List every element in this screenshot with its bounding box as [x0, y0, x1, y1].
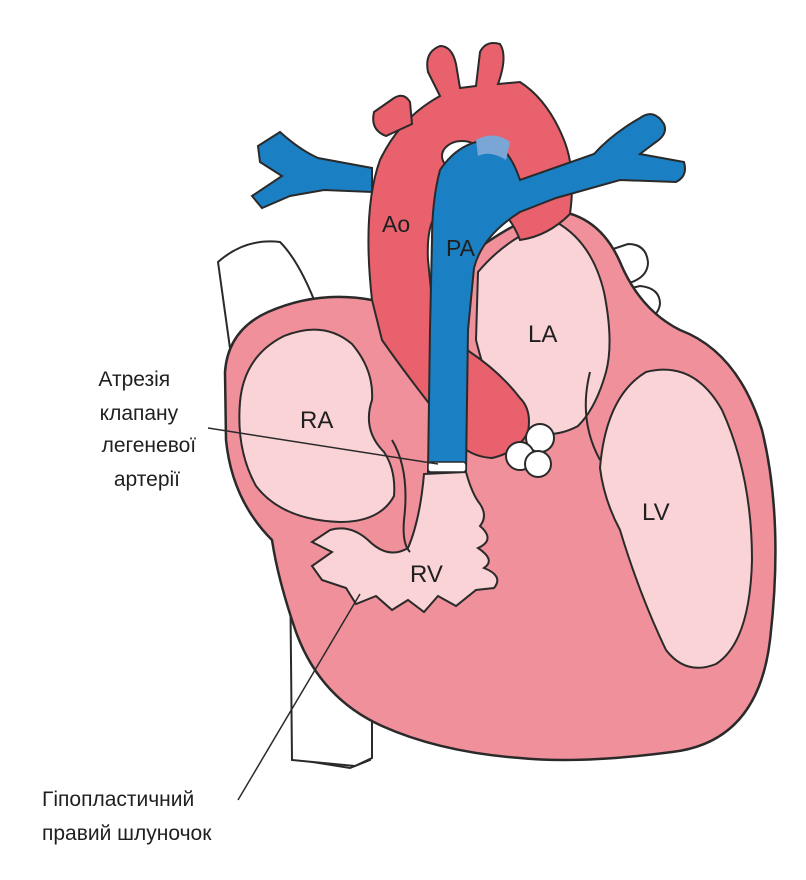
callout-line-valve-atresia: [207, 427, 439, 465]
right-ventricle: [310, 470, 499, 614]
callout-hypoplastic-rv: Гіпопластичний правий шлуночок: [42, 788, 212, 845]
label-left-ventricle: LV: [642, 499, 670, 526]
label-left-atrium: LA: [528, 321, 557, 348]
aorta: [367, 42, 573, 460]
label-aorta: Ao: [382, 211, 410, 237]
left-ventricle: [598, 368, 754, 669]
label-right-ventricle: RV: [410, 561, 443, 588]
right-atrium: [238, 328, 396, 524]
callout-line-hypoplastic-rv: [237, 593, 361, 801]
label-right-atrium: RA: [300, 407, 333, 434]
callout-valve-atresia: Атрезія клапану легеневої артерії: [98, 368, 202, 491]
pulmonary-artery: [250, 113, 686, 473]
mitral-valve: [505, 423, 555, 478]
label-pulmonary-artery: PA: [446, 235, 476, 261]
